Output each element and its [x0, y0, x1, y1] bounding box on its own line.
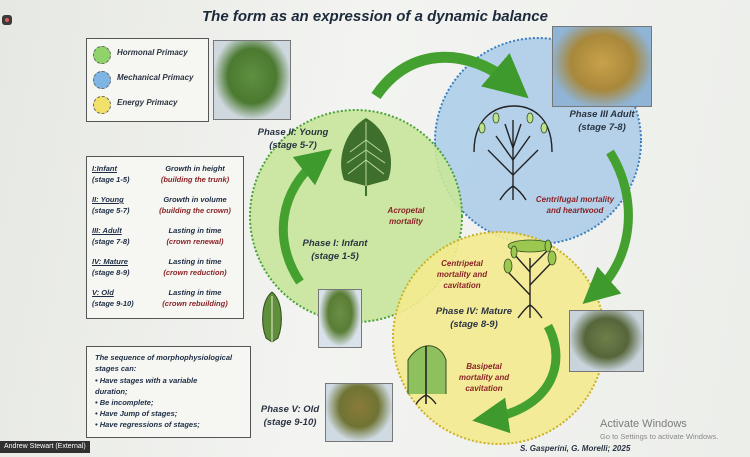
- infant-sapling-icon: [262, 291, 282, 348]
- stage-growth: Growth in height (building the trunk): [160, 164, 230, 184]
- stage-row: I:Infant (stage 1-5): [92, 164, 130, 184]
- adult-tree-photo: [552, 26, 652, 107]
- slide-title: The form as an expression of a dynamic b…: [202, 8, 548, 25]
- stage-row: II: Young (stage 5-7): [92, 195, 130, 215]
- phase-adult-label: Phase III Adult (stage 7-8): [569, 109, 635, 133]
- hormonal-dot-icon: [93, 46, 111, 64]
- basipetal-label: Basipetal mortality and cavitation: [458, 362, 510, 393]
- stage-growth: Lasting in time (crown renewal): [166, 226, 224, 246]
- old-tree-diagram-icon: [407, 345, 447, 405]
- arrow-young-to-adult: [371, 51, 529, 100]
- mechanical-dot-icon: [93, 71, 111, 89]
- centrifugal-label: Centrifugal mortality and heartwood: [535, 195, 615, 215]
- note-line: • Have stages with a variable: [95, 376, 198, 385]
- stage-row: V: Old (stage 9-10): [92, 288, 134, 308]
- centripetal-label: Centripetal mortality and cavitation: [436, 259, 488, 290]
- infant-tree-photo: [318, 289, 362, 348]
- mature-tree-photo: [569, 310, 644, 372]
- activate-windows-title: Activate Windows: [600, 418, 687, 430]
- stage-growth: Growth in volume (building the crown): [159, 195, 231, 215]
- note-line: duration;: [95, 387, 128, 396]
- recording-indicator-icon: [2, 15, 12, 25]
- slide-authors: S. Gasperini, G. Morelli; 2025: [520, 444, 631, 453]
- activate-windows-subtitle: Go to Settings to activate Windows.: [600, 432, 719, 441]
- phase-mature-label: Phase IV: Mature (stage 8-9): [435, 306, 513, 330]
- mature-tree-diagram-icon: [507, 249, 553, 319]
- sequence-notes: The sequence of morphophysiological stag…: [86, 346, 251, 438]
- old-tree-photo: [325, 383, 393, 442]
- participant-name-badge: Andrew Stewart (External): [0, 441, 90, 453]
- note-line: The sequence of morphophysiological: [95, 353, 233, 362]
- stage-row: IV: Mature (stage 8-9): [92, 257, 130, 277]
- phase-infant-label: Phase I: Infant (stage 1-5): [302, 238, 368, 262]
- acropetal-label: Acropetal mortality: [387, 206, 425, 226]
- legend-label: Energy Primacy: [117, 98, 178, 107]
- primacy-legend: Hormonal Primacy Mechanical Primacy Ener…: [86, 38, 209, 122]
- stages-table: I:Infant (stage 1-5) Growth in height (b…: [86, 156, 244, 319]
- energy-dot-icon: [93, 96, 111, 114]
- young-tree-photo: [213, 40, 291, 120]
- phase-young-label: Phase II: Young (stage 5-7): [257, 127, 329, 151]
- note-line: stages can:: [95, 364, 137, 373]
- stage-row: III: Adult (stage 7-8): [92, 226, 130, 246]
- stage-growth: Lasting in time (crown reduction): [163, 257, 227, 277]
- note-line: • Have regressions of stages;: [95, 420, 200, 429]
- young-leaf-icon: [341, 118, 392, 196]
- stage-growth: Lasting in time (crown rebuilding): [162, 288, 228, 308]
- note-line: • Be incomplete;: [95, 398, 154, 407]
- phase-old-label: Phase V: Old (stage 9-10): [260, 404, 320, 428]
- arrow-mature-to-old: [472, 323, 561, 434]
- arrow-infant-to-young: [278, 148, 333, 285]
- arrow-adult-to-mature: [582, 149, 633, 304]
- note-line: • Have Jump of stages;: [95, 409, 178, 418]
- legend-label: Mechanical Primacy: [117, 73, 194, 82]
- legend-label: Hormonal Primacy: [117, 48, 188, 57]
